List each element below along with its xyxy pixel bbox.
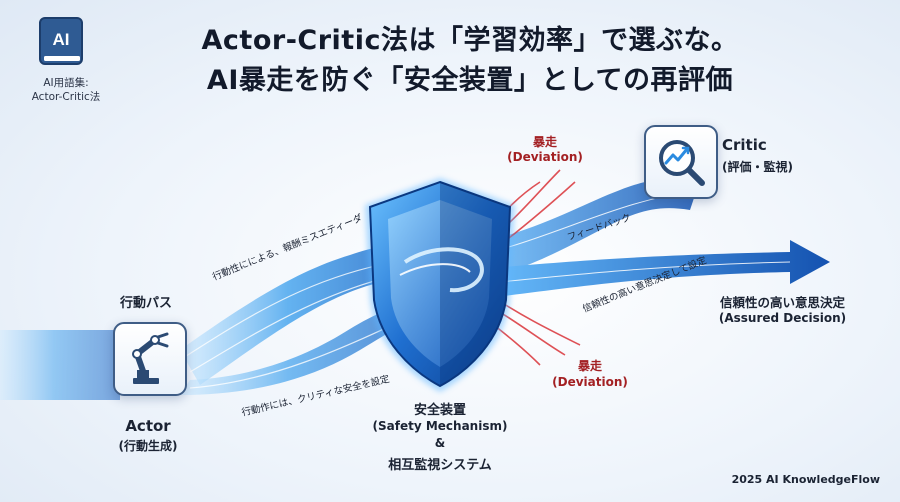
svg-text:AI: AI [53, 30, 70, 49]
glossary-book-icon: AI [39, 17, 83, 65]
glossary-line1: AI用語集: [43, 77, 89, 89]
actor-input-stream [0, 330, 120, 400]
glossary-label: AI用語集: Actor-Critic法 [16, 76, 116, 104]
deviation-bottom-en: (Deviation) [552, 375, 628, 389]
deviation-top-jp: 暴走 [532, 135, 557, 149]
robot-arm-icon [132, 332, 169, 384]
critic-card [644, 125, 718, 199]
critic-stream [470, 177, 700, 282]
output-label-jp: 信頼性の高い意思決定 [719, 295, 845, 310]
actor-name: Actor [125, 417, 171, 435]
deviation-bottom-jp: 暴走 [577, 359, 602, 373]
shield-label-line2: (Safety Mechanism) [372, 419, 508, 433]
glossary-line2: Actor-Critic法 [31, 91, 101, 103]
chart-magnifier-icon [659, 140, 705, 186]
shield-label-line4: 相互監視システム [388, 458, 492, 473]
actor-role: (行動生成) [118, 439, 178, 453]
output-stream [470, 240, 830, 300]
output-label-en: (Assured Decision) [718, 311, 847, 325]
page-title-line1: Actor-Critic法は「学習効率」で選ぶな。 [201, 25, 739, 56]
critic-name: Critic [722, 136, 767, 154]
page-title-line2: AI暴走を防ぐ「安全装置」としての再評価 [206, 65, 734, 96]
upper-left-stream [180, 243, 420, 385]
footer-credit: 2025 AI KnowledgeFlow [731, 473, 880, 486]
shield-label-line1: 安全装置 [413, 403, 466, 418]
lower-left-stream [180, 300, 420, 395]
deviation-top-en: (Deviation) [507, 150, 583, 164]
critic-role: (評価・監視) [722, 160, 793, 174]
actor-card [113, 322, 187, 396]
action-path-label: 行動パス [120, 296, 173, 311]
shield-label-line3: & [434, 436, 446, 450]
